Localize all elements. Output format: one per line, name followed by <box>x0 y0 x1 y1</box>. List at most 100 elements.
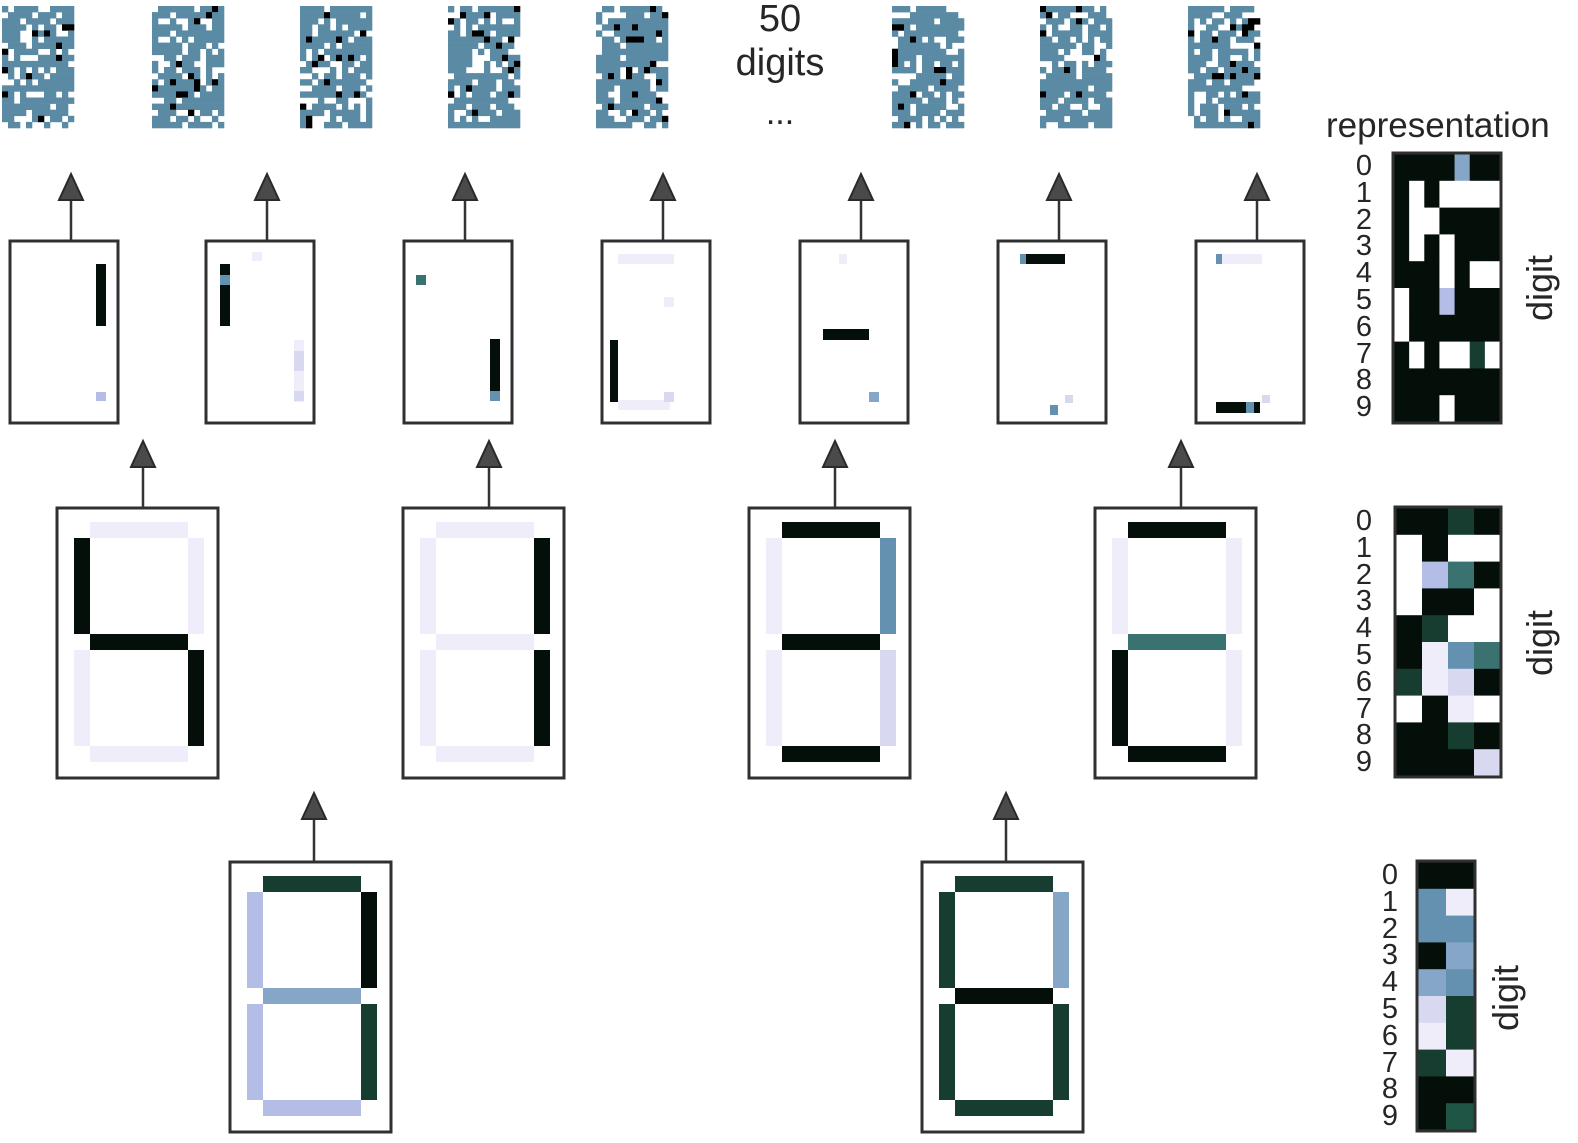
heatmap-cell <box>1448 722 1475 750</box>
arrow-up-icon <box>129 438 157 508</box>
heatmap-cell <box>1418 969 1447 997</box>
noise-tile <box>300 6 373 129</box>
segment-lr <box>188 650 204 746</box>
heatmap-cell <box>1394 395 1410 423</box>
heatmap-cell <box>1446 1022 1475 1050</box>
heatmap-cell <box>1484 314 1501 342</box>
noise-tile <box>152 6 225 129</box>
heatmap-cell <box>1439 207 1455 235</box>
heatmap-cell <box>1409 288 1425 316</box>
heatmap-cell <box>1418 1022 1447 1050</box>
heatmap-cell <box>1396 642 1423 670</box>
heatmap-cell <box>1422 668 1449 696</box>
noise-tile <box>892 6 965 129</box>
heatmap-cell <box>1448 668 1475 696</box>
feature-box <box>600 239 712 425</box>
heatmap-cell <box>1394 368 1410 396</box>
feature-cell <box>1026 254 1065 264</box>
feature-cell <box>664 392 674 402</box>
heatmap-cell <box>1409 154 1425 182</box>
box-frame <box>600 239 712 425</box>
heatmap-cell <box>1448 749 1475 777</box>
digit-tick-label: 4 <box>1355 612 1373 645</box>
heatmap-cell <box>1454 261 1471 289</box>
segment-ur <box>534 538 550 634</box>
arrow-up-icon <box>451 171 479 241</box>
heatmap-cell <box>1396 722 1423 750</box>
feature-cell <box>96 264 106 326</box>
noise-tile <box>596 6 669 129</box>
digit-tick-label: 5 <box>1355 283 1373 316</box>
digit-tick-label: 2 <box>1355 203 1373 236</box>
heatmap-cell <box>1446 996 1475 1024</box>
heatmap-cell <box>1409 395 1425 423</box>
digit-tick-label: 1 <box>1381 885 1399 918</box>
heatmap-cell <box>1439 234 1455 262</box>
box-frame <box>1194 239 1306 425</box>
heatmap-cell <box>1448 508 1475 536</box>
arrow-up-icon <box>992 790 1020 862</box>
seven-segment-box <box>920 860 1085 1134</box>
digit-tick-label: 2 <box>1355 558 1373 591</box>
digits-label: digits <box>735 42 825 84</box>
arrows <box>57 171 1271 862</box>
digit-tick-label: 3 <box>1355 230 1373 263</box>
heatmap-cell <box>1446 862 1475 890</box>
heatmap-cell <box>1439 341 1455 369</box>
digit-tick-label: 6 <box>1355 665 1373 698</box>
heatmap-cell <box>1396 615 1423 643</box>
heatmap-cell <box>1474 695 1501 723</box>
heatmap-cell <box>1396 561 1423 589</box>
heatmap-cell <box>1424 368 1440 396</box>
heatmap-cell <box>1469 368 1486 396</box>
digit-tick-label: 7 <box>1355 692 1373 725</box>
segment-ll <box>420 650 436 746</box>
feature-box <box>798 239 910 425</box>
segment-ur <box>188 538 204 634</box>
heatmap-cell <box>1394 341 1410 369</box>
digit-tick-label: 9 <box>1381 1100 1399 1133</box>
heatmap-cell <box>1418 996 1447 1024</box>
seven-segment-box <box>401 506 566 780</box>
heatmap-cell <box>1469 154 1486 182</box>
ellipsis-label: ... <box>765 94 795 132</box>
segment-bot <box>782 746 880 762</box>
heatmap-cell <box>1424 261 1440 289</box>
digit-tick-label: 5 <box>1381 992 1399 1025</box>
heatmap-cell <box>1484 207 1501 235</box>
feature-box <box>402 239 514 425</box>
heatmap-cell <box>1422 615 1449 643</box>
heatmap-cell <box>1424 234 1440 262</box>
segment-mid <box>436 634 534 650</box>
heatmap-frame <box>1391 151 1503 425</box>
heatmap-cell <box>1448 534 1475 562</box>
heatmap-cell <box>1409 314 1425 342</box>
segment-ul <box>1112 538 1128 634</box>
feature-cell <box>416 275 426 285</box>
heatmap-cell <box>1469 341 1486 369</box>
heatmap-cell <box>1439 261 1455 289</box>
seven-segment-box <box>228 860 393 1134</box>
heatmap-cell <box>1394 180 1410 208</box>
heatmap-cell <box>1454 207 1471 235</box>
heatmap-cell <box>1409 261 1425 289</box>
heatmap-cell <box>1469 234 1486 262</box>
digit-tick-label: 3 <box>1381 939 1399 972</box>
heatmap-cell <box>1448 695 1475 723</box>
digit-tick-label: 1 <box>1355 176 1373 209</box>
heatmap-cell <box>1394 207 1410 235</box>
feature-cell <box>490 339 500 401</box>
feature-cell <box>220 275 230 285</box>
feature-cell <box>1222 254 1262 264</box>
heatmap-cell <box>1454 395 1471 423</box>
feature-cell <box>618 400 670 410</box>
segment-ur <box>361 892 377 988</box>
noise-tile <box>2 6 75 129</box>
heatmap-cell <box>1474 588 1501 616</box>
heatmap-cell <box>1422 534 1449 562</box>
digit-tick-label: 8 <box>1355 364 1373 397</box>
heatmap-cell <box>1422 588 1449 616</box>
feature-cell <box>1050 405 1058 415</box>
